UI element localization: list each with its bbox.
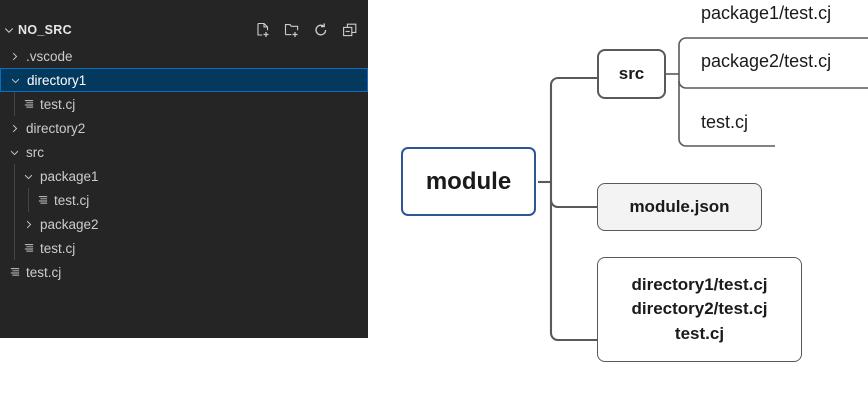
tree-row-directory1[interactable]: directory1 (0, 68, 368, 92)
refresh-icon[interactable] (311, 20, 331, 40)
explorer-actions (253, 18, 360, 42)
module-structure-diagram: module src module.json directory1/test.c… (368, 0, 868, 418)
explorer-panel: NO_SRC (0, 0, 368, 338)
tree-row-test-cj[interactable]: test.cj (0, 92, 368, 116)
chevron-right-icon[interactable] (20, 212, 37, 236)
file-icon (20, 236, 37, 260)
new-folder-icon[interactable] (282, 20, 302, 40)
tree-indent-guide (28, 188, 29, 212)
chevron-down-icon[interactable] (6, 140, 23, 164)
tree-row-label: package2 (40, 216, 99, 232)
file-icon (6, 260, 23, 284)
tree-row-label: test.cj (40, 240, 76, 256)
collapse-all-icon[interactable] (340, 20, 360, 40)
tree-indent-guide (14, 212, 15, 236)
diagram-node-directories[interactable]: directory1/test.cj directory2/test.cj te… (597, 257, 802, 362)
diagram-node-src[interactable]: src (597, 49, 666, 99)
tree-row-label: .vscode (26, 48, 73, 64)
explorer-title: NO_SRC (18, 23, 72, 37)
tree-row--vscode[interactable]: .vscode (0, 44, 368, 68)
diagram-leaf-test: test.cj (701, 112, 749, 132)
tree-row-src[interactable]: src (0, 140, 368, 164)
tree-row-package1[interactable]: package1 (0, 164, 368, 188)
diagram-leaf-package1-test: package1/test.cj (701, 3, 832, 23)
tree-row-label: test.cj (26, 264, 62, 280)
chevron-down-icon[interactable] (7, 68, 24, 92)
diagram-connectors (538, 37, 868, 342)
tree-indent-guide (14, 188, 15, 212)
tree-row-directory2[interactable]: directory2 (0, 116, 368, 140)
file-icon (20, 92, 37, 116)
tree-row-package2[interactable]: package2 (0, 212, 368, 236)
tree-row-label: src (26, 144, 44, 160)
tree-row-test-cj[interactable]: test.cj (0, 236, 368, 260)
diagram-node-module-json[interactable]: module.json (597, 183, 762, 231)
tree-row-test-cj[interactable]: test.cj (0, 188, 368, 212)
tree-indent-guide (14, 164, 15, 188)
chevron-down-icon[interactable] (0, 18, 18, 42)
tree-row-label: package1 (40, 168, 99, 184)
tree-indent-guide (14, 92, 15, 116)
diagram-dirs-line-3: test.cj (674, 323, 725, 343)
diagram-dirs-line-2: directory2/test.cj (631, 299, 768, 319)
diagram-dirs-line-1: directory1/test.cj (631, 274, 768, 294)
tree-indent-guide (14, 236, 15, 260)
diagram-node-module[interactable]: module (401, 147, 536, 216)
diagram-leaf-package2-test: package2/test.cj (701, 51, 832, 71)
tree-row-test-cj[interactable]: test.cj (0, 260, 368, 284)
file-icon (34, 188, 51, 212)
chevron-right-icon[interactable] (6, 44, 23, 68)
new-file-icon[interactable] (253, 20, 273, 40)
file-tree: .vscode directory1 test.cj directory2 src pac… (0, 44, 368, 284)
tree-row-label: test.cj (54, 192, 90, 208)
tree-row-label: test.cj (40, 96, 76, 112)
tree-row-label: directory2 (26, 120, 86, 136)
tree-row-label: directory1 (27, 72, 87, 88)
chevron-down-icon[interactable] (20, 164, 37, 188)
chevron-right-icon[interactable] (6, 116, 23, 140)
explorer-header[interactable]: NO_SRC (0, 18, 368, 42)
